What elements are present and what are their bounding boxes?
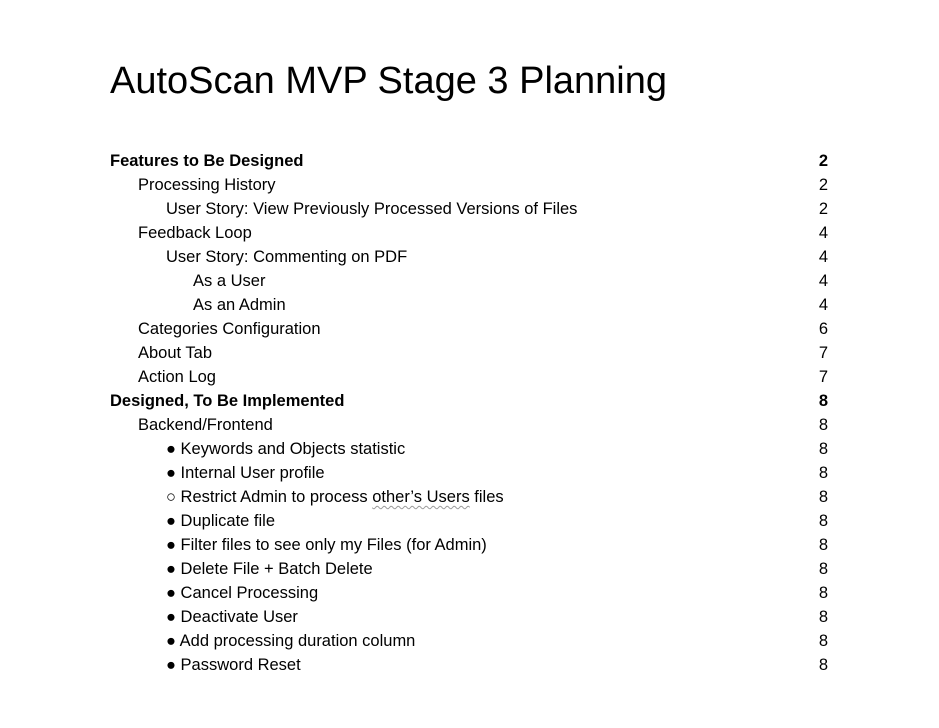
toc-entry[interactable]: Features to Be Designed 2 bbox=[110, 149, 830, 173]
toc-entry-page: 8 bbox=[818, 392, 828, 410]
toc-entry-text: ● Delete File + Batch Delete bbox=[166, 560, 373, 578]
toc-entry[interactable]: Categories Configuration 6 bbox=[110, 317, 830, 341]
toc-entry-page: 4 bbox=[818, 224, 828, 242]
toc-entry-text: Processing History bbox=[138, 176, 276, 194]
toc-entry-text: ● Keywords and Objects statistic bbox=[166, 440, 406, 458]
toc-entry-page: 8 bbox=[818, 416, 828, 434]
toc-entry[interactable]: ● Internal User profile 8 bbox=[110, 461, 830, 485]
toc-entry[interactable]: ● Filter files to see only my Files (for… bbox=[110, 533, 830, 557]
toc-entry-text: ● Password Reset bbox=[166, 656, 301, 674]
toc-entry-page: 8 bbox=[818, 512, 828, 530]
toc-entry-page: 4 bbox=[818, 248, 828, 266]
toc-entry-text: User Story: View Previously Processed Ve… bbox=[166, 200, 578, 218]
toc-entry-page: 8 bbox=[818, 464, 828, 482]
toc-entry-text: User Story: Commenting on PDF bbox=[166, 248, 408, 266]
toc-entry-text: ○ Restrict Admin to process other’s User… bbox=[110, 488, 504, 506]
toc-entry[interactable]: Designed, To Be Implemented 8 bbox=[110, 389, 830, 413]
toc-entry-page: 4 bbox=[818, 296, 828, 314]
toc-entry-page: 8 bbox=[818, 632, 828, 650]
toc-entry[interactable]: As an Admin 4 bbox=[110, 293, 830, 317]
toc-entry-page: 8 bbox=[818, 608, 828, 626]
toc-entry-page: 2 bbox=[818, 176, 828, 194]
toc-entry-page: 7 bbox=[818, 344, 828, 362]
toc-entry-text-before: ○ Restrict Admin to process bbox=[166, 488, 373, 506]
toc-entry-text: ● Cancel Processing bbox=[166, 584, 319, 602]
toc-entry-text: ● Deactivate User bbox=[166, 608, 298, 626]
toc-entry[interactable]: Backend/Frontend 8 bbox=[110, 413, 830, 437]
toc-entry[interactable]: ○ Restrict Admin to process other’s User… bbox=[110, 485, 830, 509]
toc-entry-text: ● Filter files to see only my Files (for… bbox=[166, 536, 487, 554]
toc-entry[interactable]: Processing History 2 bbox=[110, 173, 830, 197]
toc-entry-text: Feedback Loop bbox=[138, 224, 252, 242]
toc-entry-text: As an Admin bbox=[193, 296, 286, 314]
table-of-contents: Features to Be Designed 2 Processing His… bbox=[110, 149, 830, 677]
toc-entry-text: Action Log bbox=[138, 368, 216, 386]
toc-entry-page: 8 bbox=[818, 560, 828, 578]
toc-entry[interactable]: ● Duplicate file 8 bbox=[110, 509, 830, 533]
toc-entry-text: Designed, To Be Implemented bbox=[110, 392, 345, 410]
toc-entry[interactable]: ● Password Reset 8 bbox=[110, 653, 830, 677]
toc-entry[interactable]: ● Add processing duration column 8 bbox=[110, 629, 830, 653]
toc-entry-page: 4 bbox=[818, 272, 828, 290]
toc-entry-text: Categories Configuration bbox=[138, 320, 321, 338]
toc-entry-page: 2 bbox=[818, 152, 828, 170]
toc-entry-text: About Tab bbox=[138, 344, 213, 362]
toc-entry[interactable]: Action Log 7 bbox=[110, 365, 830, 389]
toc-entry-page: 7 bbox=[818, 368, 828, 386]
toc-entry-text: ● Duplicate file bbox=[166, 512, 276, 530]
toc-entry-page: 2 bbox=[818, 200, 828, 218]
toc-entry-page: 6 bbox=[818, 320, 828, 338]
toc-entry[interactable]: ● Deactivate User 8 bbox=[110, 605, 830, 629]
toc-entry[interactable]: ● Keywords and Objects statistic 8 bbox=[110, 437, 830, 461]
toc-entry[interactable]: As a User 4 bbox=[110, 269, 830, 293]
toc-entry-page: 8 bbox=[818, 656, 828, 674]
toc-entry-text-after: files bbox=[469, 488, 504, 506]
toc-entry[interactable]: Feedback Loop 4 bbox=[110, 221, 830, 245]
toc-entry[interactable]: User Story: Commenting on PDF 4 bbox=[110, 245, 830, 269]
toc-entry-text: ● Add processing duration column bbox=[166, 632, 416, 650]
document-title: AutoScan MVP Stage 3 Planning bbox=[110, 60, 668, 102]
toc-entry[interactable]: User Story: View Previously Processed Ve… bbox=[110, 197, 830, 221]
spellcheck-flagged-text[interactable]: other’s Users bbox=[372, 488, 470, 506]
toc-entry-page: 8 bbox=[818, 584, 828, 602]
toc-entry-text: Features to Be Designed bbox=[110, 152, 304, 170]
toc-entry-text: ● Internal User profile bbox=[166, 464, 325, 482]
toc-entry-text: Backend/Frontend bbox=[138, 416, 273, 434]
toc-entry-page: 8 bbox=[818, 536, 828, 554]
toc-entry[interactable]: ● Cancel Processing 8 bbox=[110, 581, 830, 605]
toc-entry-page: 8 bbox=[818, 488, 828, 506]
toc-entry[interactable]: ● Delete File + Batch Delete 8 bbox=[110, 557, 830, 581]
toc-entry-page: 8 bbox=[818, 440, 828, 458]
toc-entry[interactable]: About Tab 7 bbox=[110, 341, 830, 365]
toc-entry-text: As a User bbox=[193, 272, 266, 290]
